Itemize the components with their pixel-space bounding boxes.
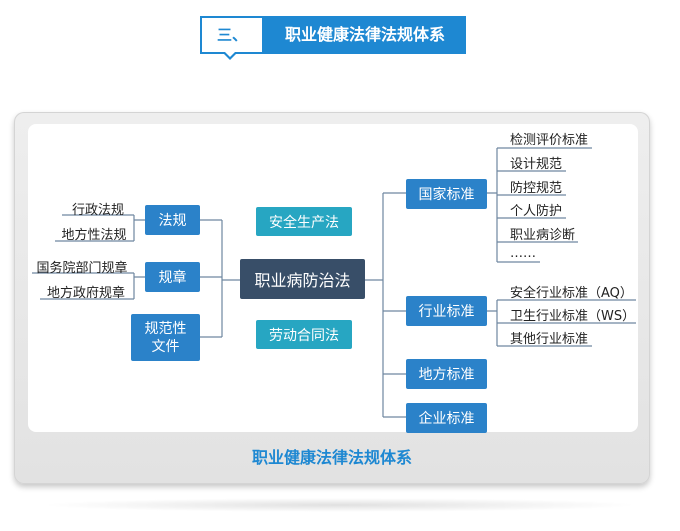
node-labor-contract-law: 劳动合同法 [256,320,352,349]
node-fagui: 法规 [145,205,200,235]
leaf-weisheng-hangye: 卫生行业标准（WS） [510,309,636,324]
diagram-caption: 职业健康法律法规体系 [251,448,412,467]
leaf-guowuyuan-guizhang: 国务院部门规章 [36,261,128,276]
section-number: 三、 [200,16,264,54]
leaf-zhiyebing-zhenduan: 职业病诊断 [510,228,576,243]
node-hangye-biaozhun: 行业标准 [406,296,487,326]
center-node: 职业病防治法 [240,259,365,299]
connector-hangye-leaves [487,300,498,346]
node-normative-docs: 规范性文件 [131,314,200,361]
connector-guojia-leaves [487,148,498,262]
leaf-difangxing-fagui: 地方性法规 [61,228,127,243]
leaf-qita-hangye: 其他行业标准 [510,332,589,347]
node-qiye-biaozhun: 企业标准 [406,403,487,433]
node-difang-biaozhun: 地方标准 [406,359,487,389]
node-guizhang: 规章 [145,262,200,292]
leaf-sheji-guifan: 设计规范 [510,157,563,172]
leaf-anquan-hangye: 安全行业标准（AQ） [510,286,633,301]
leaf-xingzheng-fagui: 行政法规 [71,203,124,218]
leaf-jiance-pingjia: 检测评价标准 [510,133,589,148]
leaf-geren-fanghu: 个人防护 [510,204,563,219]
section-header: 三、 职业健康法律法规体系 [200,16,466,60]
header-pointer-inner [225,52,235,57]
leaf-ellipsis: …… [510,246,536,261]
node-safety-law: 安全生产法 [256,207,352,236]
connector-fagui-leaves [133,215,145,241]
leaf-fangkong-guifan: 防控规范 [510,181,563,196]
leaf-difang-zhengfu-guizhang: 地方政府规章 [46,286,125,301]
connector-guizhang-leaves [133,273,145,299]
node-guojia-biaozhun: 国家标准 [406,179,487,209]
card-shadow [40,498,640,512]
section-title: 职业健康法律法规体系 [264,16,466,54]
